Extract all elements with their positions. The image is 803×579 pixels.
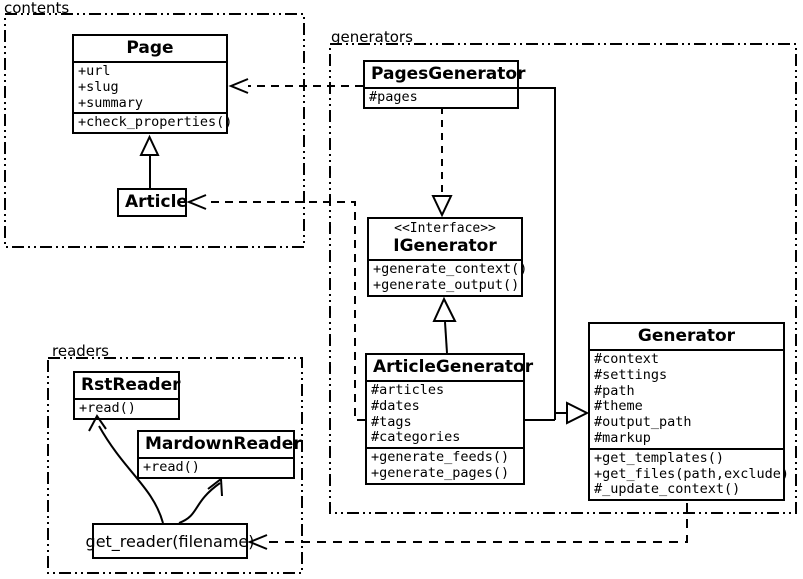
attribute: #markup [594,429,651,446]
class-rst-reader-methods: +read() [75,398,178,418]
class-generator: Generator #context #settings #path #them… [588,322,790,502]
class-article-generator-methods: +generate_feeds() +generate_pages() [367,447,523,483]
class-article-generator-attributes: #articles #dates #tags #categories [367,380,523,447]
package-label-readers: readers [52,342,109,360]
class-page: Page +url +slug +summary +check_properti… [72,34,233,135]
class-igenerator: <<Interface>> IGenerator +generate_conte… [367,217,528,297]
package-label-generators: generators [331,28,413,46]
attribute: #settings [594,366,668,383]
method: +read() [79,400,136,416]
attribute: #categories [371,429,461,446]
class-article-generator-title: ArticleGenerator [373,357,534,377]
method: +read() [143,459,200,475]
method: +generate_feeds() [371,449,510,466]
class-rst-reader: RstReader +read() [73,371,181,420]
class-igenerator-stereotype: <<Interface>> [394,221,496,236]
method: +generate_context() [373,261,528,277]
package-label-contents: contents [4,0,70,17]
class-pages-generator-attributes: #pages [365,87,517,107]
class-pages-generator-title: PagesGenerator [371,64,526,84]
attribute: #tags [371,413,412,430]
attribute: #theme [594,398,643,415]
method: +check_properties() [78,114,233,131]
class-mardown-reader-methods: +read() [139,457,293,477]
class-generator-methods: +get_templates() +get_files(path,exclude… [590,447,790,499]
edge-pagesgenerator-to-igenerator [431,107,453,218]
class-page-methods: +check_properties() [74,112,233,132]
method: #_update_context() [594,481,741,498]
class-page-title: Page [126,38,174,58]
edge-pagesgenerator-to-page [228,78,363,94]
class-page-attributes: +url +slug +summary [74,61,226,112]
class-article-generator: ArticleGenerator #articles #dates #tags … [365,353,534,485]
method: +generate_output() [373,276,520,293]
attribute: #path [594,382,635,399]
class-igenerator-methods: +generate_context() +generate_output() [369,259,528,295]
edge-article-to-page [139,134,160,188]
attribute: #articles [371,382,445,398]
attribute: #context [594,351,660,367]
attribute: +summary [78,94,144,111]
class-igenerator-name: IGenerator [393,236,497,256]
class-article-title: Article [125,192,188,212]
edge-articlegenerator-to-igenerator [432,296,457,354]
attribute: #dates [371,397,420,414]
class-igenerator-title: <<Interface>> IGenerator [369,219,521,259]
attribute: +slug [78,78,119,95]
edge-articlegenerator-to-article [186,194,365,421]
class-rst-reader-title: RstReader [81,375,181,395]
attribute: #output_path [594,414,692,431]
attribute: +url [78,63,111,79]
method: +get_templates() [594,449,725,466]
edge-getreader-to-mardownreader [178,477,223,524]
method: +generate_pages() [371,464,510,481]
class-generator-attributes: #context #settings #path #theme #output_… [590,349,783,448]
edge-generator-to-getreader [247,503,688,550]
class-pages-generator: PagesGenerator #pages [363,60,526,109]
class-mardown-reader: MardownReader +read() [137,430,302,479]
method: +get_files(path,exclude) [594,465,790,482]
attribute: #pages [369,89,418,105]
class-mardown-reader-title: MardownReader [145,434,302,454]
class-generator-title: Generator [637,326,736,346]
function-box-get-reader: get_reader(filename) [86,523,254,559]
class-article: Article [117,188,188,217]
